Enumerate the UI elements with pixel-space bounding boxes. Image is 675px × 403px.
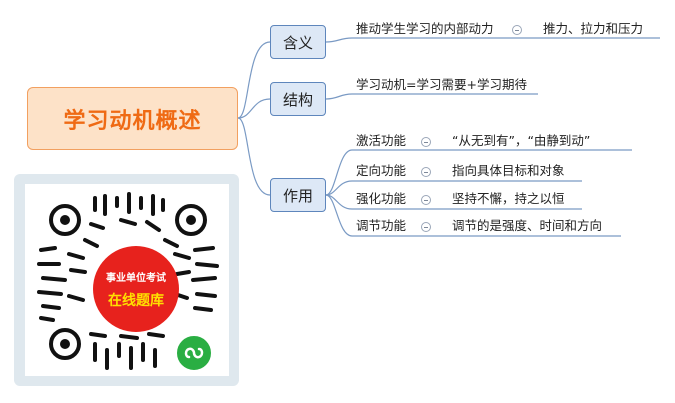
qr-code-area: 事业单位考试 在线题库	[25, 184, 229, 376]
function-desc[interactable]: 指向具体目标和对象	[452, 163, 565, 178]
function-desc[interactable]: 坚持不懈，持之以恒	[452, 191, 565, 206]
root-node[interactable]: 学习动机概述	[27, 87, 238, 150]
function-desc[interactable]: 调节的是强度、时间和方向	[452, 218, 603, 233]
collapse-icon[interactable]	[421, 222, 431, 232]
topic-meaning[interactable]: 含义	[270, 25, 326, 59]
function-desc[interactable]: “从无到有”，“由静到动”	[452, 133, 591, 148]
collapse-icon[interactable]	[512, 25, 522, 35]
qr-code-icon	[37, 192, 219, 370]
function-name[interactable]: 激活功能	[356, 133, 407, 148]
qr-code-card: 事业单位考试 在线题库	[14, 174, 239, 386]
function-name[interactable]: 强化功能	[356, 191, 407, 206]
badge-main-text: 在线题库	[108, 292, 164, 309]
topic-function[interactable]: 作用	[270, 178, 326, 212]
topic-label: 作用	[282, 186, 313, 205]
wechat-mini-program-icon	[175, 334, 213, 372]
qr-center-badge: 事业单位考试 在线题库	[93, 246, 179, 332]
function-name[interactable]: 定向功能	[356, 163, 407, 178]
topic-label: 含义	[282, 33, 313, 52]
badge-top-text: 事业单位考试	[106, 272, 166, 284]
structure-text[interactable]: 学习动机=学习需要+学习期待	[356, 77, 527, 92]
collapse-icon[interactable]	[421, 167, 431, 177]
meaning-text[interactable]: 推动学生学习的内部动力	[356, 21, 494, 36]
meaning-sub[interactable]: 推力、拉力和压力	[543, 21, 644, 36]
topic-structure[interactable]: 结构	[270, 82, 326, 116]
collapse-icon[interactable]	[421, 137, 431, 147]
root-label: 学习动机概述	[63, 108, 202, 134]
collapse-icon[interactable]	[421, 195, 431, 205]
function-name[interactable]: 调节功能	[356, 218, 407, 233]
topic-label: 结构	[282, 90, 313, 109]
